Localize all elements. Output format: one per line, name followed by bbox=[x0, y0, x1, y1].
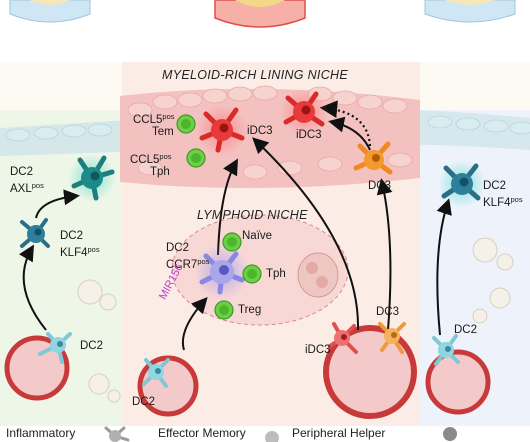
legend-effector-memory: Effector Memory bbox=[158, 426, 246, 440]
migration-arrows bbox=[18, 116, 452, 351]
label-ccl5-tph: CCL5pos bbox=[130, 152, 172, 166]
label-ccl5-tem: CCL5pos bbox=[133, 112, 175, 126]
joint-inflamed-center-icon bbox=[214, 0, 306, 28]
t-cell-naive bbox=[222, 232, 242, 252]
legend-inflamed-dc-icon bbox=[104, 426, 130, 442]
t-cell-tph-mid bbox=[242, 264, 262, 284]
dc2-axl-cell bbox=[68, 154, 116, 202]
legend-peripheral-helper-icon bbox=[443, 427, 457, 441]
dc2-klf4-right-cell bbox=[438, 160, 486, 208]
joint-healthy-left-icon bbox=[9, 0, 91, 23]
blood-vessel-center-right bbox=[323, 325, 417, 419]
idc3-blood-cell bbox=[328, 322, 358, 354]
joint-healthy-right-icon bbox=[424, 0, 516, 23]
blood-vessel-left bbox=[4, 335, 70, 401]
idc3-lining-a-cell bbox=[196, 104, 248, 156]
lining-niche-title: MYELOID-RICH LINING NICHE bbox=[162, 68, 348, 82]
legend-peripheral-helper: Peripheral Helper bbox=[292, 426, 386, 440]
arrow-dc3-to-idc3 bbox=[328, 116, 371, 151]
t-cell-treg bbox=[214, 300, 234, 320]
label-dc2-blood-right: DC2 bbox=[454, 324, 478, 336]
label-tph-top: Tph bbox=[150, 166, 170, 178]
healthy-lining-cells bbox=[5, 115, 530, 142]
dc2-blood-right-cell bbox=[432, 334, 460, 366]
label-naive: Naïve bbox=[242, 230, 273, 242]
arrow-dc2-to-klf4-right bbox=[436, 198, 452, 336]
arrow-dc2-to-klf4-left bbox=[18, 244, 47, 331]
lymphoid-niche-title: LYMPHOID NICHE bbox=[197, 208, 308, 222]
arrow-ccr7-to-lining bbox=[217, 158, 238, 256]
arrow-dc3-to-dc3 bbox=[376, 178, 393, 331]
dc2-blood-left-cell bbox=[38, 332, 72, 364]
legend-inflammatory: Inflammatory bbox=[6, 426, 76, 440]
idc3-lining-b-cell bbox=[280, 88, 328, 136]
legend-effector-memory-icon bbox=[265, 431, 279, 442]
label-dc2-blood-mid: DC2 bbox=[132, 396, 156, 408]
label-tph-mid: Tph bbox=[266, 268, 286, 280]
label-dc3-blood: DC3 bbox=[376, 306, 400, 318]
label-dc2-blood-left: DC2 bbox=[80, 340, 104, 352]
dc2-blood-mid-cell bbox=[142, 358, 170, 388]
label-idc3-blood: iDC3 bbox=[305, 344, 331, 356]
arrow-klf4-to-axl bbox=[35, 189, 80, 219]
vesicles bbox=[77, 237, 514, 403]
label-idc3-a: iDC3 bbox=[247, 125, 273, 137]
dc3-lining-cell bbox=[353, 141, 393, 175]
lining-cells bbox=[127, 85, 413, 180]
label-idc3-b: iDC3 bbox=[296, 129, 322, 141]
t-cell-tph-top bbox=[186, 148, 206, 168]
blood-vessel-right bbox=[425, 349, 491, 415]
dc3-blood-cell bbox=[378, 322, 406, 354]
germinal-structure bbox=[297, 252, 339, 298]
arrow-dc2-to-ccr7 bbox=[182, 297, 208, 351]
arrow-idc3-to-lining bbox=[252, 137, 360, 331]
arrow-dotted-dc3-idc3 bbox=[319, 100, 372, 147]
label-tem: Tem bbox=[152, 126, 174, 138]
dc2-ccr7-cell bbox=[194, 244, 250, 300]
label-dc3-top: DC3 bbox=[368, 180, 392, 192]
dc2-klf4-left-cell bbox=[20, 218, 50, 248]
t-cell-tem bbox=[176, 114, 196, 134]
label-treg: Treg bbox=[238, 304, 262, 316]
